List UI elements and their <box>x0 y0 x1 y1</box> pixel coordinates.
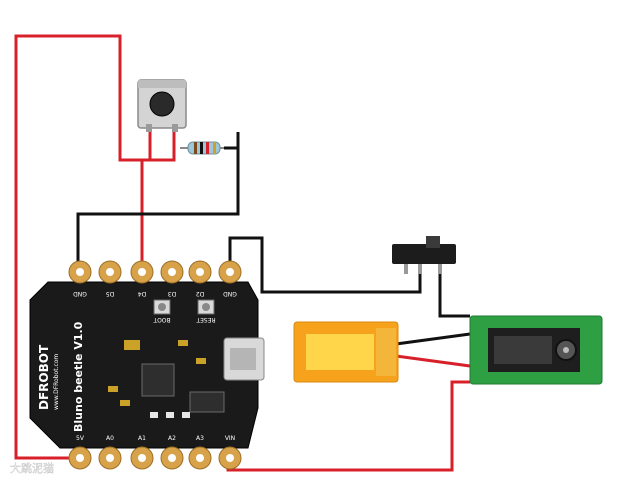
wire-resistor-to-gnd <box>76 146 240 272</box>
wire-jack-to-vin <box>226 380 470 472</box>
mcu-chip <box>141 363 175 397</box>
top-pin-label-gnd: GND <box>73 290 87 297</box>
watermark: 大跳泥猫 <box>10 461 54 475</box>
bottom-pin-label-a0: A0 <box>106 435 114 442</box>
ble-chip <box>189 391 225 413</box>
push-button <box>137 79 187 132</box>
board-name-label: Bluno beetle V1.0 <box>72 321 85 432</box>
top-pad-hole-3 <box>168 268 176 276</box>
top-pad-hole-5 <box>226 268 234 276</box>
site-label: www.DFRobot.com <box>53 354 60 410</box>
bottom-pad-hole-3 <box>168 454 176 462</box>
slide-switch <box>392 236 456 274</box>
top-pin-label-d5: D5 <box>106 290 115 297</box>
bottom-pin-label-vin: VIN <box>225 435 235 442</box>
top-pin-label-gnd: GND <box>223 290 237 297</box>
bottom-pin-label-a3: A3 <box>196 435 204 442</box>
wire-button-to-d4 <box>140 128 176 272</box>
bottom-pad-hole-2 <box>138 454 146 462</box>
reset-label: RESET <box>196 316 216 323</box>
boot-label: BOOT <box>153 316 170 323</box>
top-pins: GND D5 D4 D3 D2 GND <box>68 260 242 297</box>
top-pin-label-d3: D3 <box>168 290 177 297</box>
wire-gnd-to-switch <box>228 236 422 294</box>
dc-jack-board <box>469 315 603 385</box>
top-pin-label-d2: D2 <box>196 290 205 297</box>
bottom-pad-hole-5 <box>226 454 234 462</box>
bottom-pin-label-a2: A2 <box>168 435 176 442</box>
bottom-pin-label-a1: A1 <box>138 435 146 442</box>
top-pad-hole-1 <box>106 268 114 276</box>
top-pad-hole-4 <box>196 268 204 276</box>
bottom-pins: 5V A0 A1 A2 A3 VIN <box>68 435 242 470</box>
lipo-battery <box>293 321 399 383</box>
wire-battery-red <box>395 354 471 368</box>
brand-label: DFROBOT <box>37 344 51 410</box>
bottom-pad-hole-1 <box>106 454 114 462</box>
top-pin-label-d4: D4 <box>138 290 147 297</box>
bottom-pad-hole-0 <box>76 454 84 462</box>
wire-battery-black <box>395 332 471 346</box>
wire-switch-to-jack <box>438 264 470 318</box>
bottom-pin-label-5v: 5V <box>76 435 85 442</box>
top-pad-hole-2 <box>138 268 146 276</box>
resistor <box>180 141 224 155</box>
top-pad-hole-0 <box>76 268 84 276</box>
bottom-pad-hole-4 <box>196 454 204 462</box>
